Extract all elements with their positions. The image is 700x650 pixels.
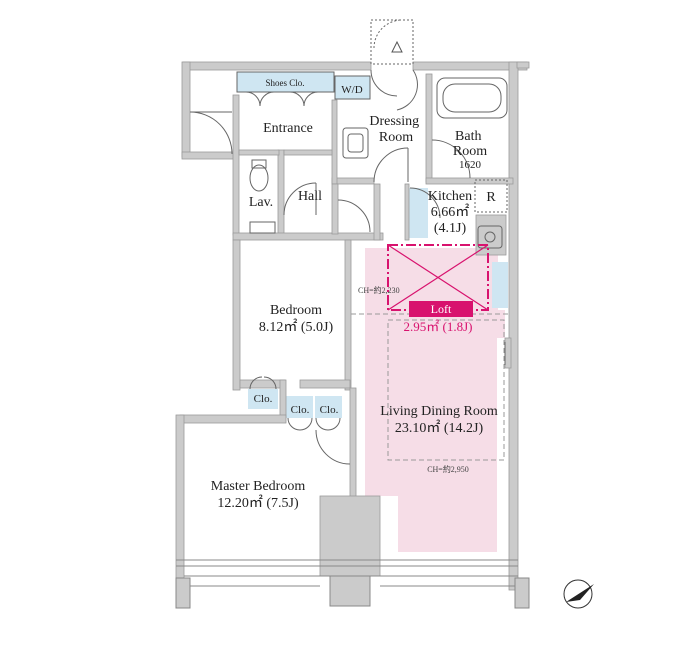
loft-outline (351, 244, 508, 461)
washer-dryer-label: W/D (341, 84, 362, 96)
living-dining-area: 23.10㎡ (14.2J) (395, 420, 484, 436)
closet-fills (237, 72, 508, 418)
shoes-closet-label: Shoes Clo. (265, 78, 304, 88)
lavatory-label: Lav. (249, 195, 273, 210)
kitchen-area-j: (4.1J) (434, 221, 467, 236)
living-ceiling-height: CH=約2,950 (427, 464, 469, 474)
loft-ceiling-height: CH=約2,230 (358, 285, 400, 295)
closet-bedroom-label: Clo. (254, 393, 273, 405)
closet-master-label-1: Clo. (291, 404, 310, 416)
dressing-room-label: Dressing Room (369, 114, 422, 145)
bath-room-label: Bath Room (453, 129, 487, 159)
master-bedroom-area: 12.20㎡ (7.5J) (217, 495, 299, 511)
north-arrow-icon (563, 579, 594, 609)
bedroom-area: 8.12㎡ (5.0J) (259, 319, 334, 335)
fixtures (189, 19, 508, 465)
kitchen-area-m2: 6.66㎡ (431, 204, 470, 220)
loft-area: 2.95㎡ (1.8J) (404, 319, 473, 334)
loft-label: Loft (431, 302, 452, 316)
bedroom-label: Bedroom (270, 303, 322, 318)
living-dining-label: Living Dining Room (380, 404, 498, 419)
master-bedroom-label: Master Bedroom (211, 479, 306, 494)
balcony-lines (175, 559, 530, 609)
kitchen-label: Kitchen (428, 189, 472, 204)
walls (175, 61, 530, 591)
loft-badge (409, 301, 473, 317)
closet-master-label-2: Clo. (320, 404, 339, 416)
triangle-arrow-icon (391, 40, 403, 53)
bath-size-label: 1620 (459, 159, 482, 171)
living-dining-tint (365, 248, 505, 552)
entrance-label: Entrance (263, 121, 313, 136)
refrigerator-label: R (486, 190, 496, 205)
hall-label: Hall (298, 189, 322, 204)
